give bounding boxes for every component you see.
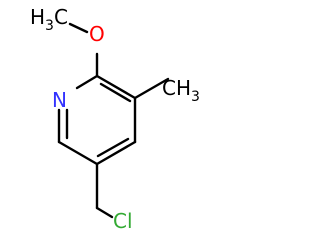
bond-c4-c5 [95, 140, 137, 166]
oxygen-label: O [89, 22, 105, 46]
bond-ch2-cl [95, 206, 114, 219]
bond-c3-ch3 [133, 77, 170, 100]
nitrogen-label: N [52, 88, 67, 112]
bond-c5-c6 [57, 140, 99, 166]
bond-n-c2 [75, 74, 99, 90]
bond-c2-c3-inner [99, 82, 132, 103]
bond-c4-c5-inner [96, 137, 130, 158]
methyl-label: CH3 [162, 76, 200, 105]
bond-o-ch3 [68, 22, 89, 34]
molecule-structure: H3C O CH3 N Cl [30, 5, 200, 233]
bond-c2-c3 [95, 74, 137, 100]
methoxy-carbon-label: H3C [30, 5, 68, 34]
chlorine-label: Cl [113, 209, 133, 233]
